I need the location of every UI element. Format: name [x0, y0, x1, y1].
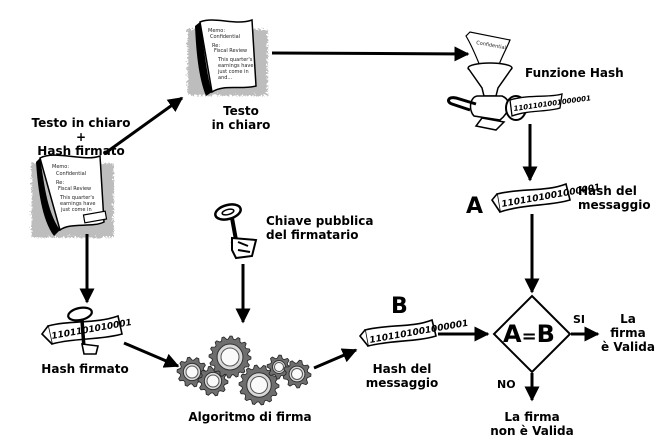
memo-line: earnings have — [60, 201, 95, 207]
memo-line: This quarter's — [59, 195, 95, 201]
arrow-plain-text-to-hash-function — [271, 46, 470, 62]
memo-line: Confidential — [210, 34, 240, 40]
signed-hash-ribbon-icon: 1101101010001 — [40, 306, 133, 355]
hash-a-marker: A — [466, 194, 484, 219]
meat-grinder-icon: Confidential 1101101001000001 — [447, 31, 592, 131]
label-line: firma — [610, 326, 646, 340]
comparison-equals: = — [521, 326, 537, 347]
label-line: Hash del — [372, 362, 432, 376]
memo-line: and... — [218, 75, 233, 81]
comparison-right: B — [536, 320, 555, 348]
memo-line: Re: — [56, 180, 64, 186]
memo-line: Re: — [212, 43, 220, 49]
label-line: è Valida — [601, 340, 655, 354]
label-line: Testo — [223, 104, 259, 118]
hash-b-label: Hash del messaggio — [364, 362, 440, 390]
label-line: messaggio — [578, 198, 651, 212]
signature-algorithm-label: Algoritmo di firma — [188, 410, 312, 424]
memo-line: This quarter's — [217, 57, 253, 63]
label-line: non è Valida — [490, 424, 574, 438]
plain-text-label: Testo in chiaro — [206, 104, 276, 132]
label-line: messaggio — [365, 376, 439, 390]
signed-document-label: Testo in chiaro + Hash firmato — [26, 116, 136, 158]
plain-text-memo-text: Memo: Confidential Re: Fiscal Review Thi… — [208, 28, 253, 81]
memo-line: Fiscal Review — [214, 48, 247, 54]
memo-line: just come in — [217, 69, 249, 75]
arrow-signed-hash-to-algorithm — [123, 341, 180, 368]
hash-a-label: Hash del messaggio — [578, 184, 651, 212]
memo-line: Memo: — [208, 28, 225, 34]
gear-icon — [282, 359, 312, 389]
label-line: del firmatario — [266, 228, 359, 242]
public-key-label: Chiave pubblica del firmatario — [266, 214, 373, 242]
arrow-signed-doc-to-plain-text — [103, 96, 184, 156]
memo-line: earnings have — [218, 63, 253, 69]
memo-line: just come in — [60, 207, 92, 213]
gears-icon — [176, 335, 312, 406]
signed-hash-label: Hash firmato — [41, 362, 129, 376]
signed-document-icon: Memo: Confidential Re: Fiscal Review Thi… — [30, 154, 112, 236]
label-line: in chiaro — [211, 118, 271, 132]
comparison-diamond — [492, 294, 572, 374]
label-line: Hash firmato — [37, 144, 125, 158]
funnel-memo-text: Confidential — [476, 40, 507, 51]
gear-icon — [208, 335, 252, 379]
label-line: Hash del — [578, 184, 637, 198]
gear-icon — [238, 364, 280, 406]
signed-document-memo-text: Memo: Confidential Re: Fiscal Review Thi… — [52, 164, 95, 213]
valid-branch-label: SI — [573, 313, 586, 326]
hash-b-ribbon-icon: 1101101001000001 — [358, 319, 469, 347]
hash-function-label: Funzione Hash — [525, 66, 624, 80]
memo-line: Fiscal Review — [58, 186, 91, 192]
label-line: Chiave pubblica — [266, 214, 374, 228]
invalid-branch-label: NO — [497, 378, 516, 391]
label-line: + — [75, 130, 87, 144]
label-line: Testo in chiaro — [31, 116, 131, 130]
memo-line: Memo: — [52, 164, 69, 170]
comparison-expression: A=B — [503, 320, 555, 348]
invalid-result-label: La firma non è Valida — [482, 410, 582, 438]
label-line: La firma — [504, 410, 560, 424]
memo-line: Confidential — [56, 171, 86, 177]
hash-b-marker: B — [391, 294, 408, 319]
comparison-left: A — [503, 320, 522, 348]
arrows — [79, 46, 600, 402]
label-line: La — [620, 312, 636, 326]
valid-result-label: La firma è Valida — [596, 312, 660, 354]
plain-text-document-icon: Memo: Confidential Re: Fiscal Review Thi… — [186, 18, 266, 96]
public-key-icon — [214, 203, 258, 260]
arrow-algorithm-to-hash-b — [313, 348, 358, 370]
